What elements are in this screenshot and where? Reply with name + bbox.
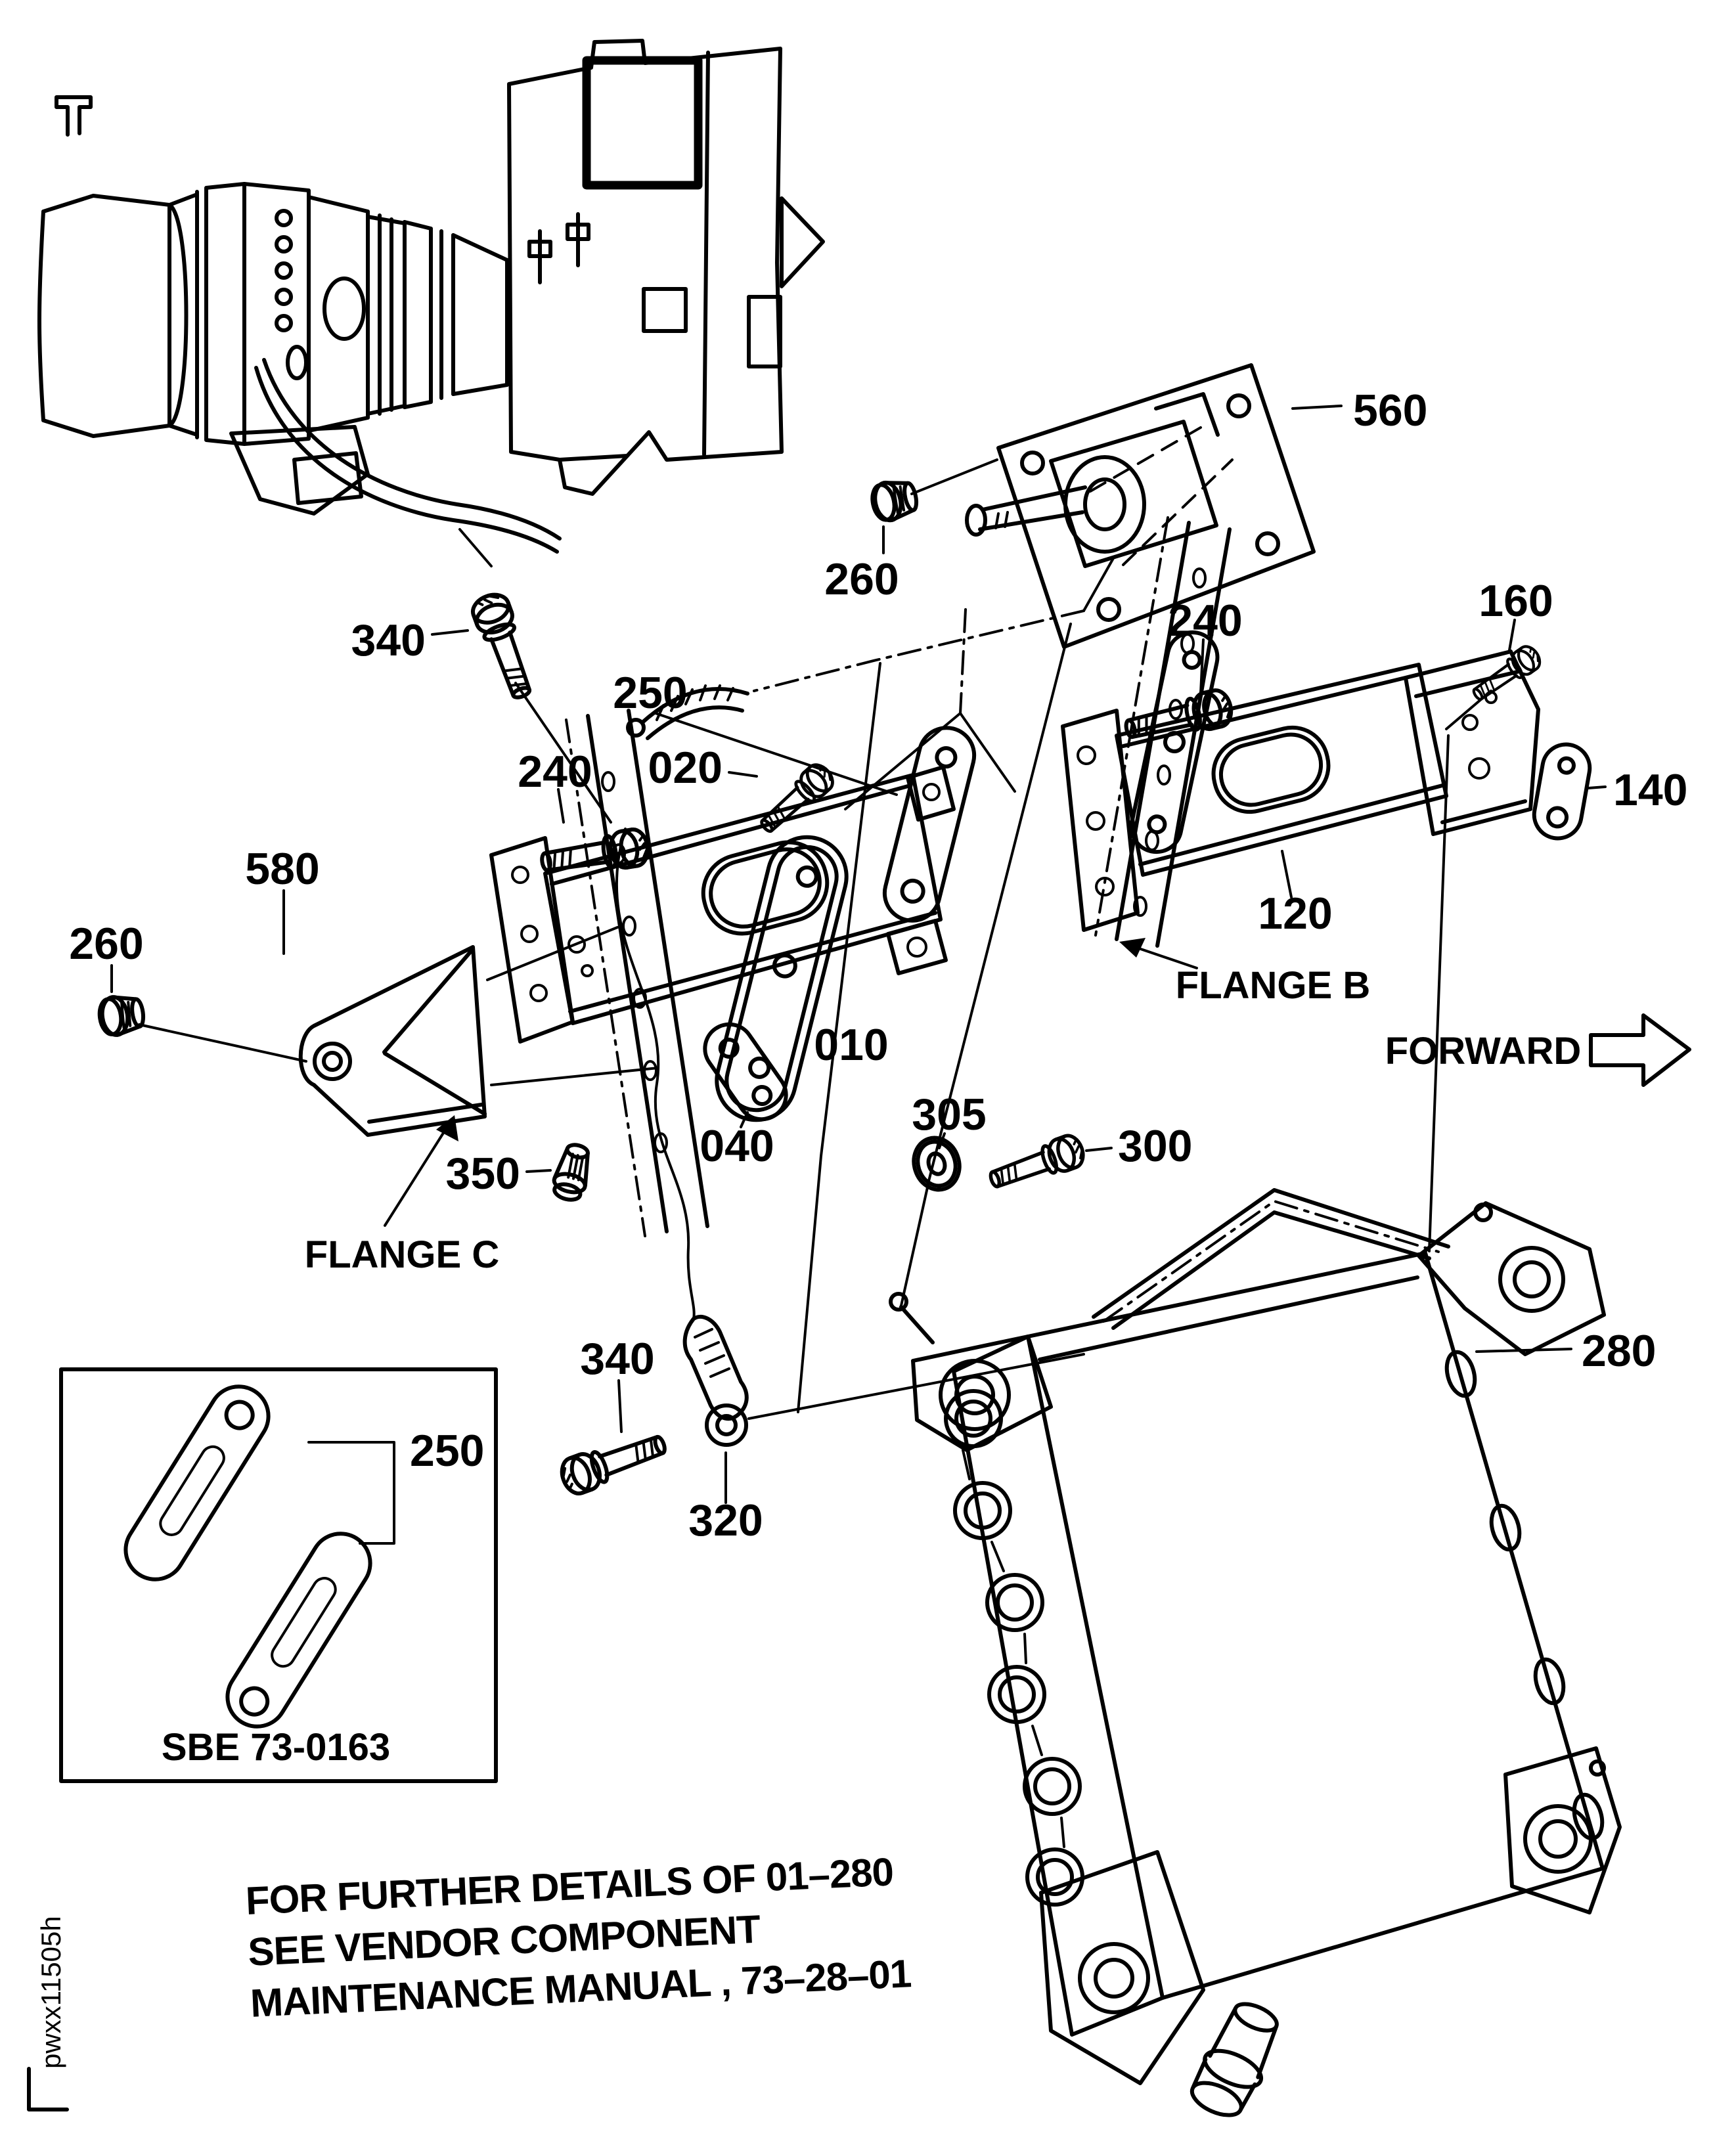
forward-label: FORWARD xyxy=(1385,1030,1582,1072)
doc-code: pwxx11505h xyxy=(35,1916,66,2069)
callout-250-inset: 250 xyxy=(410,1426,484,1476)
eec-unit-280 xyxy=(889,1188,1622,2117)
flange-b-label: FLANGE B xyxy=(1176,964,1370,1007)
note-line-1: FOR FURTHER DETAILS OF 01–280 xyxy=(245,1849,895,1923)
strap-320 xyxy=(682,1314,749,1447)
inset-box xyxy=(59,1367,498,1783)
flange-c-arrow xyxy=(384,1115,458,1227)
callout-350: 350 xyxy=(446,1149,520,1199)
callout-560: 560 xyxy=(1353,386,1427,435)
bolt-340-bottom xyxy=(557,1426,669,1497)
callout-240-left: 240 xyxy=(518,747,592,797)
bolt-300 xyxy=(986,1132,1087,1196)
callout-340-bottom: 340 xyxy=(580,1334,654,1384)
leader-340-bottom xyxy=(617,1379,623,1433)
leader-020 xyxy=(728,771,758,778)
callout-580: 580 xyxy=(245,844,319,894)
callout-040: 040 xyxy=(700,1121,774,1171)
leader-140 xyxy=(1587,785,1607,789)
flange-b-arrow xyxy=(1119,938,1198,969)
leader-040 xyxy=(740,1111,749,1128)
callout-140: 140 xyxy=(1613,765,1687,815)
vendor-note: FOR FURTHER DETAILS OF 01–280 SEE VENDOR… xyxy=(245,1849,912,2025)
mount-beam-010 xyxy=(489,684,956,1044)
grommet-260-left xyxy=(97,993,145,1037)
link-plate-250-mid xyxy=(882,726,977,923)
bracket-580 xyxy=(97,889,659,1137)
leader-300 xyxy=(1085,1147,1113,1152)
callout-160: 160 xyxy=(1479,576,1553,626)
leader-240-left xyxy=(557,788,565,824)
callout-010: 010 xyxy=(814,1020,888,1070)
callout-020: 020 xyxy=(648,743,723,793)
link-plate-250-left xyxy=(715,835,849,1122)
washer-305 xyxy=(907,1132,966,1195)
grommet-260-top xyxy=(869,477,920,523)
bolt-340-top xyxy=(469,590,540,702)
callout-240-right: 240 xyxy=(1168,596,1242,646)
callout-250-mid: 250 xyxy=(613,668,687,718)
callout-260-left: 260 xyxy=(69,919,143,969)
plug-350 xyxy=(552,1143,590,1202)
flange-c-label: FLANGE C xyxy=(305,1233,499,1276)
corner-mark xyxy=(27,2067,69,2111)
leader-120 xyxy=(1281,850,1293,898)
callout-320: 320 xyxy=(688,1495,763,1545)
link-040 xyxy=(703,1022,788,1122)
callout-305: 305 xyxy=(912,1090,986,1139)
leader-305 xyxy=(938,1132,946,1149)
callout-280: 280 xyxy=(1582,1326,1656,1376)
callout-340-top: 340 xyxy=(351,615,426,665)
leader-160 xyxy=(1508,619,1516,652)
bracket-assembly-560 xyxy=(869,363,1343,649)
callout-260-top: 260 xyxy=(824,554,899,604)
forward-arrow xyxy=(1589,1013,1691,1087)
link-plate-250-right xyxy=(1129,630,1220,854)
plate-140 xyxy=(1532,742,1592,841)
leader-350 xyxy=(525,1169,552,1173)
inset-caption: SBE 73-0163 xyxy=(162,1726,390,1769)
callout-300: 300 xyxy=(1118,1121,1192,1171)
engine-thumbnail xyxy=(37,39,825,567)
leader-280 xyxy=(1475,1348,1572,1353)
callout-120: 120 xyxy=(1258,889,1332,939)
leader-340-top xyxy=(431,629,469,636)
